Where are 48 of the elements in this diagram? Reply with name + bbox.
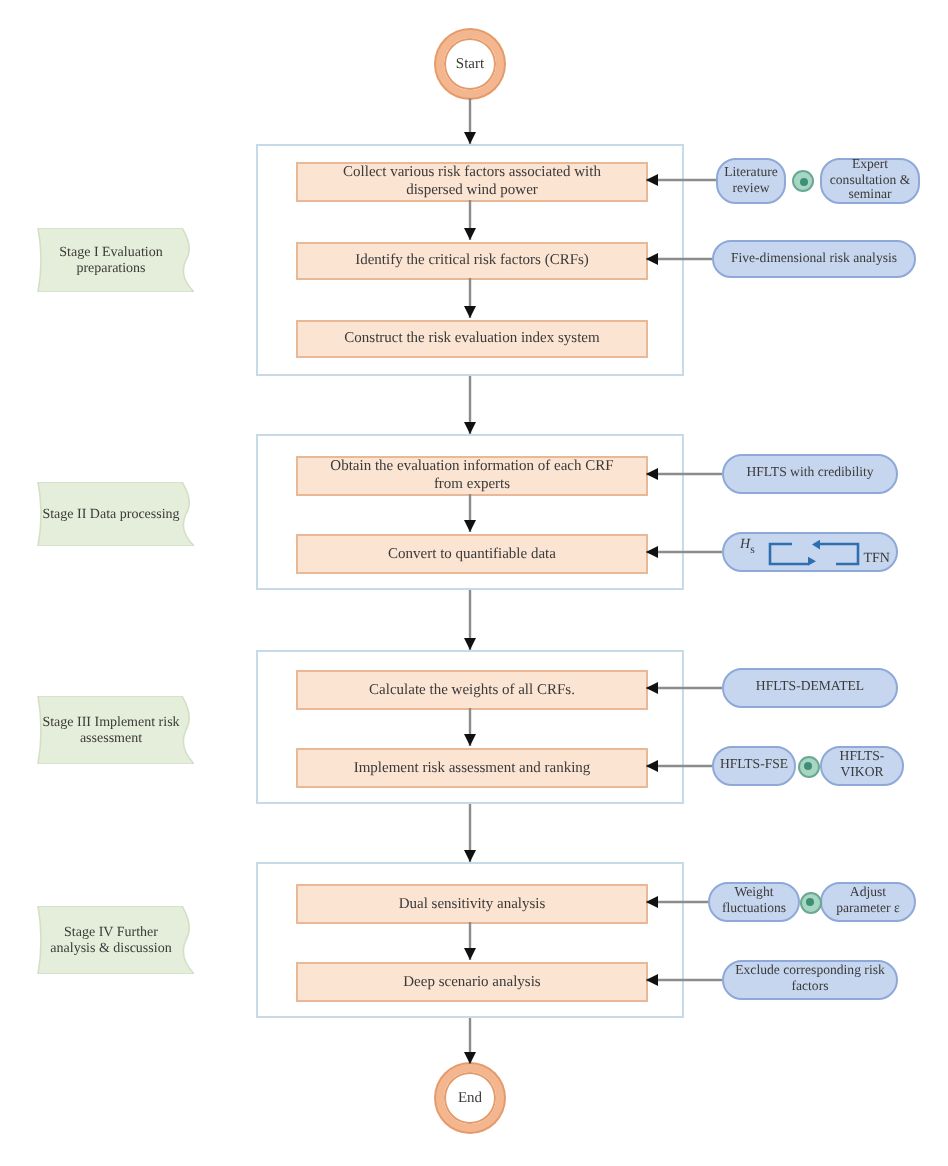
method-pill	[722, 454, 898, 494]
stage-banner	[34, 906, 194, 974]
method-pill	[722, 668, 898, 708]
terminal-circle	[436, 1064, 504, 1132]
arrow	[464, 494, 476, 532]
arrow	[646, 682, 722, 694]
stage-frame	[256, 650, 684, 804]
process-box	[296, 320, 648, 358]
arrow	[464, 200, 476, 240]
process-box	[296, 456, 648, 496]
method-pill	[722, 532, 898, 572]
method-pill	[820, 746, 904, 786]
arrow	[646, 546, 722, 558]
stage-frame	[256, 862, 684, 1018]
terminal-circle	[436, 30, 504, 98]
arrow	[646, 174, 716, 186]
arrow	[464, 376, 476, 434]
arrow	[646, 760, 712, 772]
arrow	[464, 804, 476, 862]
arrow	[646, 468, 722, 480]
method-pill	[712, 746, 796, 786]
stage-frame	[256, 434, 684, 590]
process-box	[296, 884, 648, 924]
method-pill	[820, 158, 920, 204]
process-box	[296, 748, 648, 788]
arrow	[464, 278, 476, 318]
method-pill	[820, 882, 916, 922]
method-pill	[716, 158, 786, 204]
arrow	[464, 1018, 476, 1064]
method-pill	[708, 882, 800, 922]
process-box	[296, 242, 648, 280]
process-box	[296, 534, 648, 574]
process-box	[296, 670, 648, 710]
process-box	[296, 962, 648, 1002]
stage-banner	[34, 228, 194, 292]
method-pill	[722, 960, 898, 1000]
arrow	[464, 922, 476, 960]
stage-banner	[34, 696, 194, 764]
arrow	[464, 708, 476, 746]
arrow	[646, 974, 722, 986]
stage-banner	[34, 482, 194, 546]
arrow	[464, 98, 476, 144]
arrow	[646, 896, 708, 908]
arrow	[646, 253, 712, 265]
stage-frame	[256, 144, 684, 376]
process-box	[296, 162, 648, 202]
arrow	[464, 590, 476, 650]
method-pill	[712, 240, 916, 278]
